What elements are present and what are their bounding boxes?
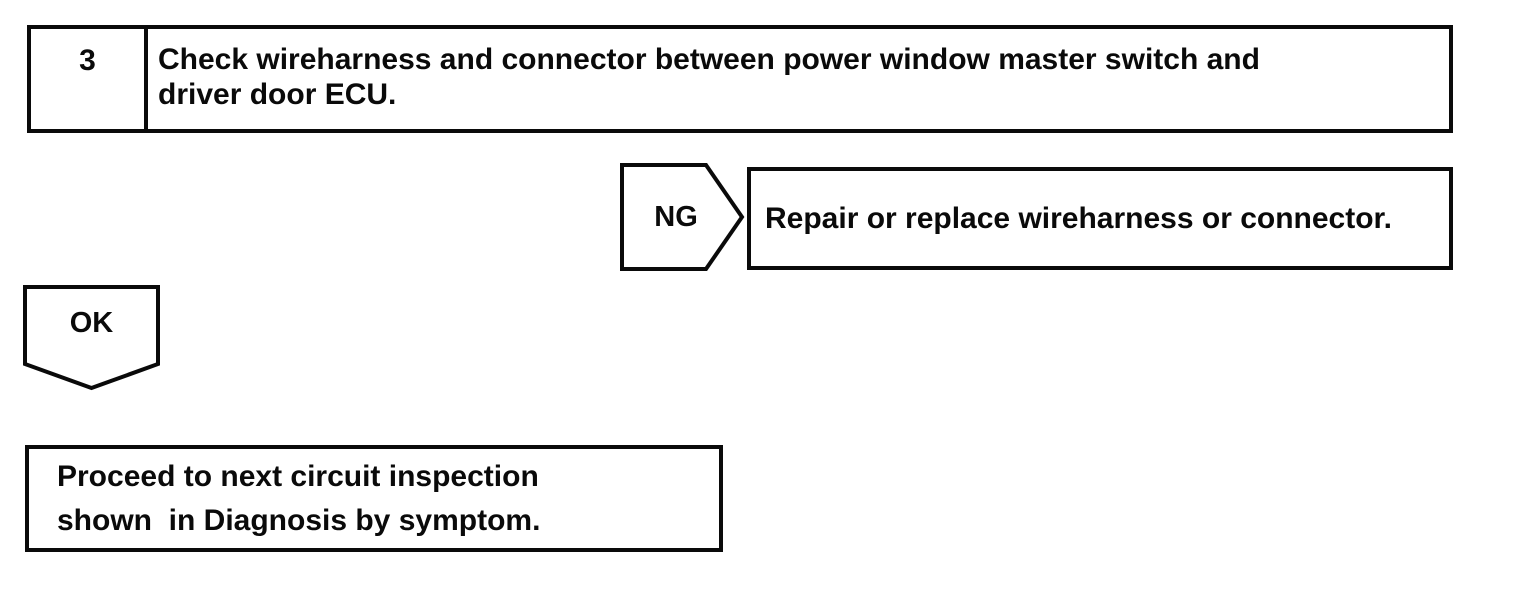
ng-arrow-icon [620, 163, 745, 271]
ok-pentagon-arrow: OK [23, 285, 160, 391]
step-instruction: Check wireharness and connector between … [158, 43, 1260, 111]
ok-result-box: Proceed to next circuit inspection shown… [25, 445, 723, 552]
step-number: 3 [31, 29, 148, 129]
ok-arrow-icon [23, 285, 160, 391]
ok-action-text: Proceed to next circuit inspection shown… [57, 459, 541, 537]
ok-label: OK [69, 306, 114, 339]
ng-action-text: Repair or replace wireharness or connect… [765, 201, 1392, 235]
ng-label: NG [654, 200, 698, 233]
step-box: 3 Check wireharness and connector betwee… [27, 25, 1453, 133]
ng-pentagon-arrow: NG [620, 163, 746, 271]
ng-result-box: Repair or replace wireharness or connect… [747, 167, 1453, 270]
